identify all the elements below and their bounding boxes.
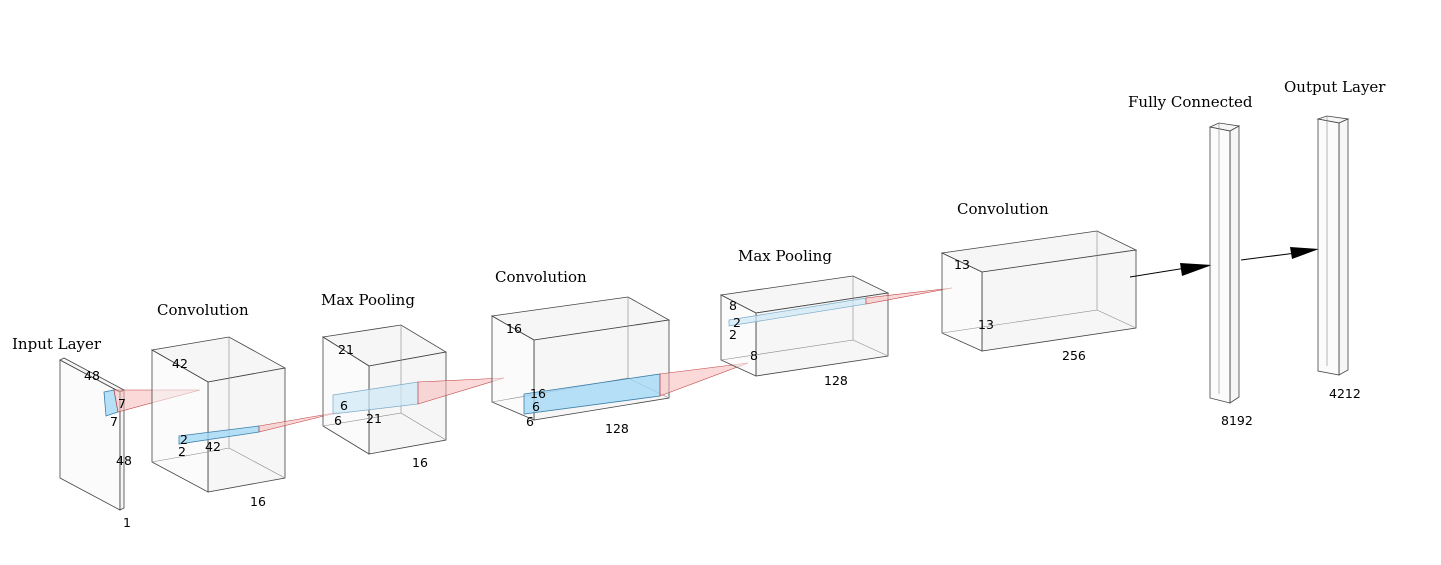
fc-right <box>1229 125 1240 404</box>
conv2-receptive-cone <box>659 362 749 397</box>
pool2-receptive-cone <box>865 287 953 305</box>
pool1-receptive-cone <box>417 377 505 405</box>
conv1-height-label: 42 <box>172 356 188 371</box>
input-depth-label: 1 <box>123 515 131 530</box>
conv1-title: Convolution <box>157 301 249 319</box>
fc-layer: Fully Connected 8192 <box>1128 93 1253 428</box>
pool1-layer: Max Pooling 21 6 6 21 16 <box>321 291 505 470</box>
conv3-title: Convolution <box>957 200 1049 218</box>
pool1-width-label: 21 <box>366 411 382 426</box>
output-right <box>1338 118 1349 376</box>
output-units-label: 4212 <box>1329 386 1361 401</box>
conv3-front <box>941 252 983 352</box>
conv3-height-label: 13 <box>954 257 970 272</box>
pool1-kernel-w-label: 6 <box>340 398 348 413</box>
conv1-layer: Convolution 42 2 2 42 16 <box>150 301 341 509</box>
conv2-front <box>491 315 535 421</box>
conv1-kernel-w-label: 2 <box>180 432 188 447</box>
pool1-height-label: 21 <box>338 342 354 357</box>
pool1-kernel-h-label: 6 <box>334 413 342 428</box>
fc-front <box>1209 126 1231 404</box>
fc-title: Fully Connected <box>1128 93 1253 111</box>
conv1-front <box>151 349 209 493</box>
pool2-layer: Max Pooling 8 2 2 8 128 <box>719 247 953 388</box>
conv1-receptive-cone <box>258 411 341 433</box>
output-layer: Output Layer 4212 <box>1284 78 1386 401</box>
conv1-depth-label: 16 <box>250 494 266 509</box>
input-width-label: 48 <box>116 453 132 468</box>
arrow-conv3-to-fc <box>1129 263 1212 278</box>
pool2-title: Max Pooling <box>738 247 832 265</box>
output-title: Output Layer <box>1284 78 1386 96</box>
pool1-depth-label: 16 <box>412 455 428 470</box>
input-kernel-h-label: 7 <box>110 414 118 429</box>
pool2-kernel-h-label: 2 <box>729 327 737 342</box>
conv3-layer: Convolution 13 13 256 <box>940 200 1138 363</box>
conv3-depth-label: 256 <box>1062 348 1086 363</box>
conv2-title: Convolution <box>495 268 587 286</box>
conv2-width-label: 16 <box>530 386 546 401</box>
input-height-label: 48 <box>84 368 100 383</box>
output-front <box>1317 118 1340 376</box>
conv2-kernel-w-label: 6 <box>532 399 540 414</box>
arrow-fc-to-output <box>1240 247 1319 261</box>
conv2-layer: Convolution 16 16 6 6 128 <box>490 268 749 436</box>
arrowhead-icon <box>1180 263 1212 276</box>
input-kernel-w-label: 7 <box>118 396 126 411</box>
input-layer-title: Input Layer <box>12 335 102 353</box>
conv1-width-label: 42 <box>205 439 221 454</box>
pool1-title: Max Pooling <box>321 291 415 309</box>
pool2-kernel-w-label: 2 <box>733 315 741 330</box>
pool2-width-label: 8 <box>750 348 758 363</box>
conv2-depth-label: 128 <box>605 421 629 436</box>
conv2-kernel-h-label: 6 <box>526 414 534 429</box>
pool2-depth-label: 128 <box>824 373 848 388</box>
arrowhead-icon <box>1290 247 1319 259</box>
conv3-width-label: 13 <box>978 317 994 332</box>
pool2-height-label: 8 <box>729 298 737 313</box>
conv2-height-label: 16 <box>506 321 522 336</box>
conv1-kernel-h-label: 2 <box>178 444 186 459</box>
fc-units-label: 8192 <box>1221 413 1253 428</box>
